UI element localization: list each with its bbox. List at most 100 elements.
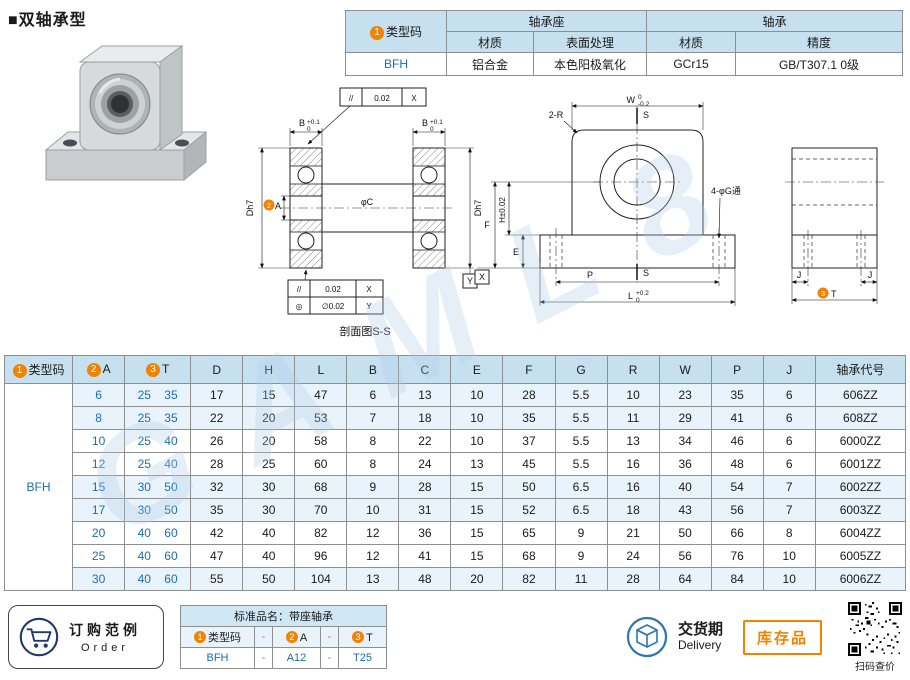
- cell-w: 43: [658, 498, 712, 522]
- dim-label-j-right: J: [868, 270, 873, 280]
- delivery-label: 交货期 Delivery: [678, 622, 723, 652]
- cell-h: 40: [242, 521, 296, 545]
- cell-a: 10: [72, 429, 126, 453]
- cell-r: 21: [606, 521, 660, 545]
- cell-p: 56: [710, 498, 764, 522]
- dim-label-b-left: B: [299, 118, 305, 128]
- cell-w: 34: [658, 429, 712, 453]
- title-square-marker: ■: [8, 12, 19, 29]
- cell-d: 26: [190, 429, 244, 453]
- col-header-t-label: T: [161, 362, 170, 376]
- cell-d: 28: [190, 452, 244, 476]
- cell-e: 10: [450, 406, 504, 430]
- spec-bearing-material-value: GCr15: [646, 52, 736, 76]
- cell-f: 68: [502, 544, 556, 568]
- cell-a: 20: [72, 521, 126, 545]
- cell-w: 50: [658, 521, 712, 545]
- cell-p: 41: [710, 406, 764, 430]
- cell-l: 68: [294, 475, 348, 499]
- front-view: S S 2-R W 0 -0.2 F H±0.02 E P: [474, 94, 741, 306]
- col-header-l: L: [294, 355, 348, 384]
- dim-tol-w-up: 0: [638, 94, 642, 101]
- cell-e: 10: [450, 383, 504, 407]
- cell-g: 5.5: [554, 383, 608, 407]
- dim-label-e: E: [513, 247, 519, 257]
- cell-r: 18: [606, 498, 660, 522]
- cell-e: 15: [450, 521, 504, 545]
- cell-t: 25 35: [124, 406, 192, 430]
- section-mark-s-bottom: S: [643, 268, 649, 278]
- cell-l: 58: [294, 429, 348, 453]
- concentricity-symbol: ◎: [296, 302, 303, 311]
- cell-b: 10: [346, 498, 400, 522]
- dim-label-g-holes: 4-φG通: [711, 186, 741, 196]
- cell-c: 28: [398, 475, 452, 499]
- std-separator: -: [320, 626, 339, 648]
- cell-d: 35: [190, 498, 244, 522]
- circled-3: 3: [352, 630, 365, 643]
- cell-d: 47: [190, 544, 244, 568]
- spec-sub-surface: 表面处理: [533, 31, 647, 53]
- type-code-cell[interactable]: BFH: [3, 383, 74, 591]
- cell-a: 15: [72, 475, 126, 499]
- dim-label-w: W: [627, 95, 636, 105]
- cell-g: 6.5: [554, 498, 608, 522]
- cell-e: 15: [450, 544, 504, 568]
- delivery-block: 交货期 Delivery: [624, 614, 723, 660]
- datum-ref: X: [411, 94, 417, 103]
- technical-drawing: φC B +0.1 0 B +0.1 0 Dh7 Dh7 2 A: [245, 87, 884, 338]
- cell-b: 9: [346, 475, 400, 499]
- cell-g: 5.5: [554, 452, 608, 476]
- cell-p: 84: [710, 567, 764, 591]
- cell-r: 13: [606, 429, 660, 453]
- cell-code: 606ZZ: [814, 383, 907, 407]
- col-header-p: P: [710, 355, 764, 384]
- cell-j: 7: [762, 475, 816, 499]
- cell-l: 96: [294, 544, 348, 568]
- cell-t: 30 50: [124, 475, 192, 499]
- order-example-box: 订购范例 Order: [8, 605, 164, 669]
- std-col-type-label: 类型码: [208, 632, 241, 644]
- datum-x-label: X: [479, 272, 485, 282]
- dim-tol-l-dn: 0: [636, 297, 640, 304]
- parallelism-symbol: //: [297, 285, 302, 294]
- cell-e: 15: [450, 498, 504, 522]
- spec-type-value[interactable]: BFH: [345, 52, 447, 76]
- cell-l: 70: [294, 498, 348, 522]
- cell-c: 24: [398, 452, 452, 476]
- cell-w: 23: [658, 383, 712, 407]
- stock-badge: 库存品: [742, 619, 822, 655]
- section-mark-s-top: S: [643, 110, 649, 120]
- product-photo: [44, 45, 208, 182]
- cell-h: 30: [242, 475, 296, 499]
- order-label-en: Order: [80, 642, 130, 654]
- cell-g: 9: [554, 521, 608, 545]
- cell-t: 40 60: [124, 544, 192, 568]
- tolerance-frame-bottom: // 0.02 X ◎ ∅0.02 Y: [287, 269, 384, 315]
- cell-r: 11: [606, 406, 660, 430]
- cell-l: 60: [294, 452, 348, 476]
- bearing-ball: [420, 166, 438, 184]
- datum-ref: Y: [366, 302, 372, 311]
- spec-type-label: 类型码: [385, 25, 422, 39]
- std-separator: -: [254, 647, 273, 669]
- spec-precision-value: GB/T307.1 0级: [735, 52, 903, 76]
- cell-d: 55: [190, 567, 244, 591]
- cell-g: 6.5: [554, 475, 608, 499]
- cell-code: 6003ZZ: [814, 498, 907, 522]
- std-separator: -: [320, 647, 339, 669]
- cell-w: 56: [658, 544, 712, 568]
- cart-icon: [19, 617, 59, 657]
- cell-t: 25 35: [124, 383, 192, 407]
- cell-d: 22: [190, 406, 244, 430]
- col-header-type-label: 类型码: [28, 363, 65, 377]
- cell-t: 40 60: [124, 567, 192, 591]
- order-example-label: 订购范例 Order: [69, 620, 141, 654]
- cell-g: 5.5: [554, 429, 608, 453]
- cell-b: 12: [346, 544, 400, 568]
